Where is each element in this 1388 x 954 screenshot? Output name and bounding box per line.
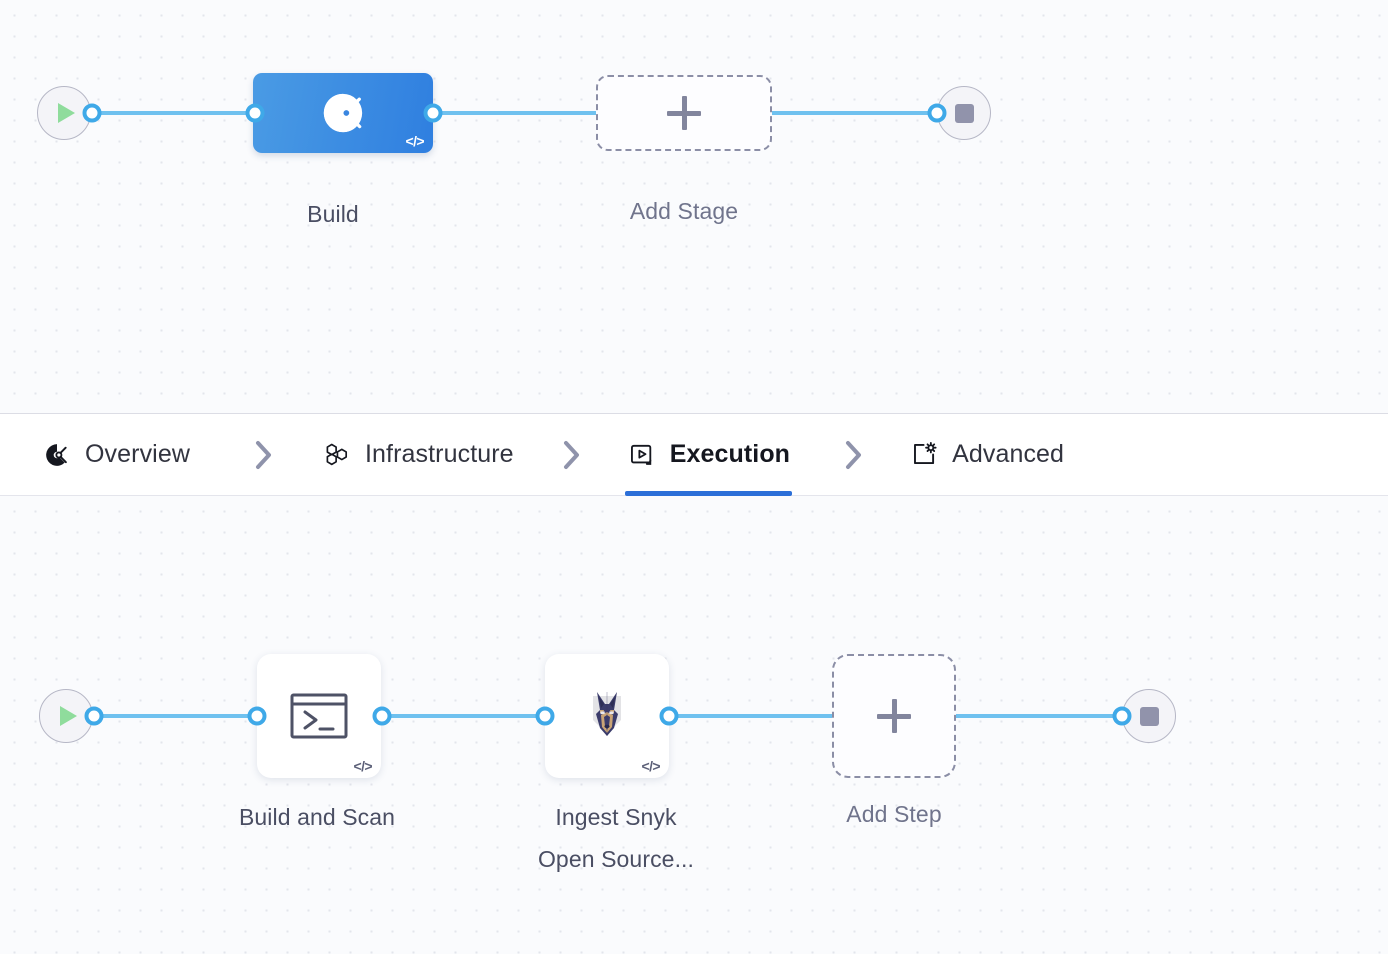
edge-start-to-build — [64, 111, 260, 115]
port-build-and-scan-out[interactable] — [372, 706, 392, 726]
stage-canvas[interactable]: </> Build Add Stage — [0, 0, 1388, 413]
step-node-ingest-snyk-open-source[interactable]: </> — [545, 654, 669, 778]
add-stage-label: Add Stage — [629, 198, 739, 224]
port-start-out[interactable] — [82, 103, 102, 123]
port-build-out[interactable] — [423, 103, 443, 123]
edge-add-step-to-end — [894, 714, 1150, 718]
code-badge: </> — [353, 758, 373, 774]
edge-build-to-add-stage — [430, 111, 690, 115]
tab-label-execution: Execution — [669, 440, 791, 468]
tab-overview[interactable]: Overview — [40, 413, 192, 496]
port-exec-end-in[interactable] — [1112, 706, 1132, 726]
play-box-icon — [627, 440, 657, 470]
step-label-build-and-scan: Build and Scan — [238, 804, 396, 830]
plus-icon — [877, 699, 911, 733]
stage-label-build: Build — [307, 201, 359, 227]
build-circle-icon — [323, 93, 363, 133]
hexagons-icon — [322, 440, 352, 470]
terminal-icon — [290, 693, 348, 739]
edge-snyk-to-add-step — [664, 714, 900, 718]
code-badge: </> — [641, 758, 661, 774]
port-snyk-in[interactable] — [535, 706, 555, 726]
port-snyk-out[interactable] — [659, 706, 679, 726]
stop-icon — [954, 103, 974, 123]
code-badge: </> — [405, 133, 425, 149]
port-build-and-scan-in[interactable] — [247, 706, 267, 726]
tab-execution[interactable]: Execution — [624, 413, 793, 496]
tab-label-advanced: Advanced — [952, 440, 1065, 468]
edge-add-stage-to-end — [684, 111, 964, 115]
chevron-right-icon — [244, 413, 284, 496]
stop-icon — [1139, 706, 1159, 726]
play-icon — [58, 103, 75, 123]
port-exec-start-out[interactable] — [84, 706, 104, 726]
stage-node-build[interactable]: </> — [253, 73, 433, 153]
port-end-in[interactable] — [927, 103, 947, 123]
tab-label-infrastructure: Infrastructure — [365, 440, 514, 468]
edge-build-and-scan-to-snyk — [378, 714, 550, 718]
add-step-label: Add Step — [846, 801, 942, 827]
snyk-doberman-icon — [593, 692, 621, 736]
add-step-button[interactable] — [832, 654, 956, 778]
tab-label-overview: Overview — [85, 440, 190, 468]
edge-start-to-build-and-scan — [66, 714, 260, 718]
step-label-ingest-snyk-open-source: Ingest Snyk Open Source... — [537, 804, 695, 872]
execution-canvas[interactable]: </> Build and Scan </> — [0, 496, 1388, 954]
play-icon — [60, 706, 77, 726]
plus-icon — [667, 96, 701, 130]
tab-advanced[interactable]: Advanced — [907, 413, 1066, 496]
chevron-right-icon — [834, 413, 874, 496]
pipeline-end-node[interactable] — [937, 86, 991, 140]
add-stage-button[interactable] — [596, 75, 772, 151]
chevron-right-icon — [552, 413, 592, 496]
gear-frame-icon — [909, 440, 939, 470]
stage-config-tabbar: Overview Infrastructure — [0, 413, 1388, 496]
port-build-in[interactable] — [245, 103, 265, 123]
build-circle-icon — [42, 440, 72, 470]
execution-start-node[interactable] — [39, 689, 93, 743]
tab-infrastructure[interactable]: Infrastructure — [320, 413, 516, 496]
step-node-build-and-scan[interactable]: </> — [257, 654, 381, 778]
